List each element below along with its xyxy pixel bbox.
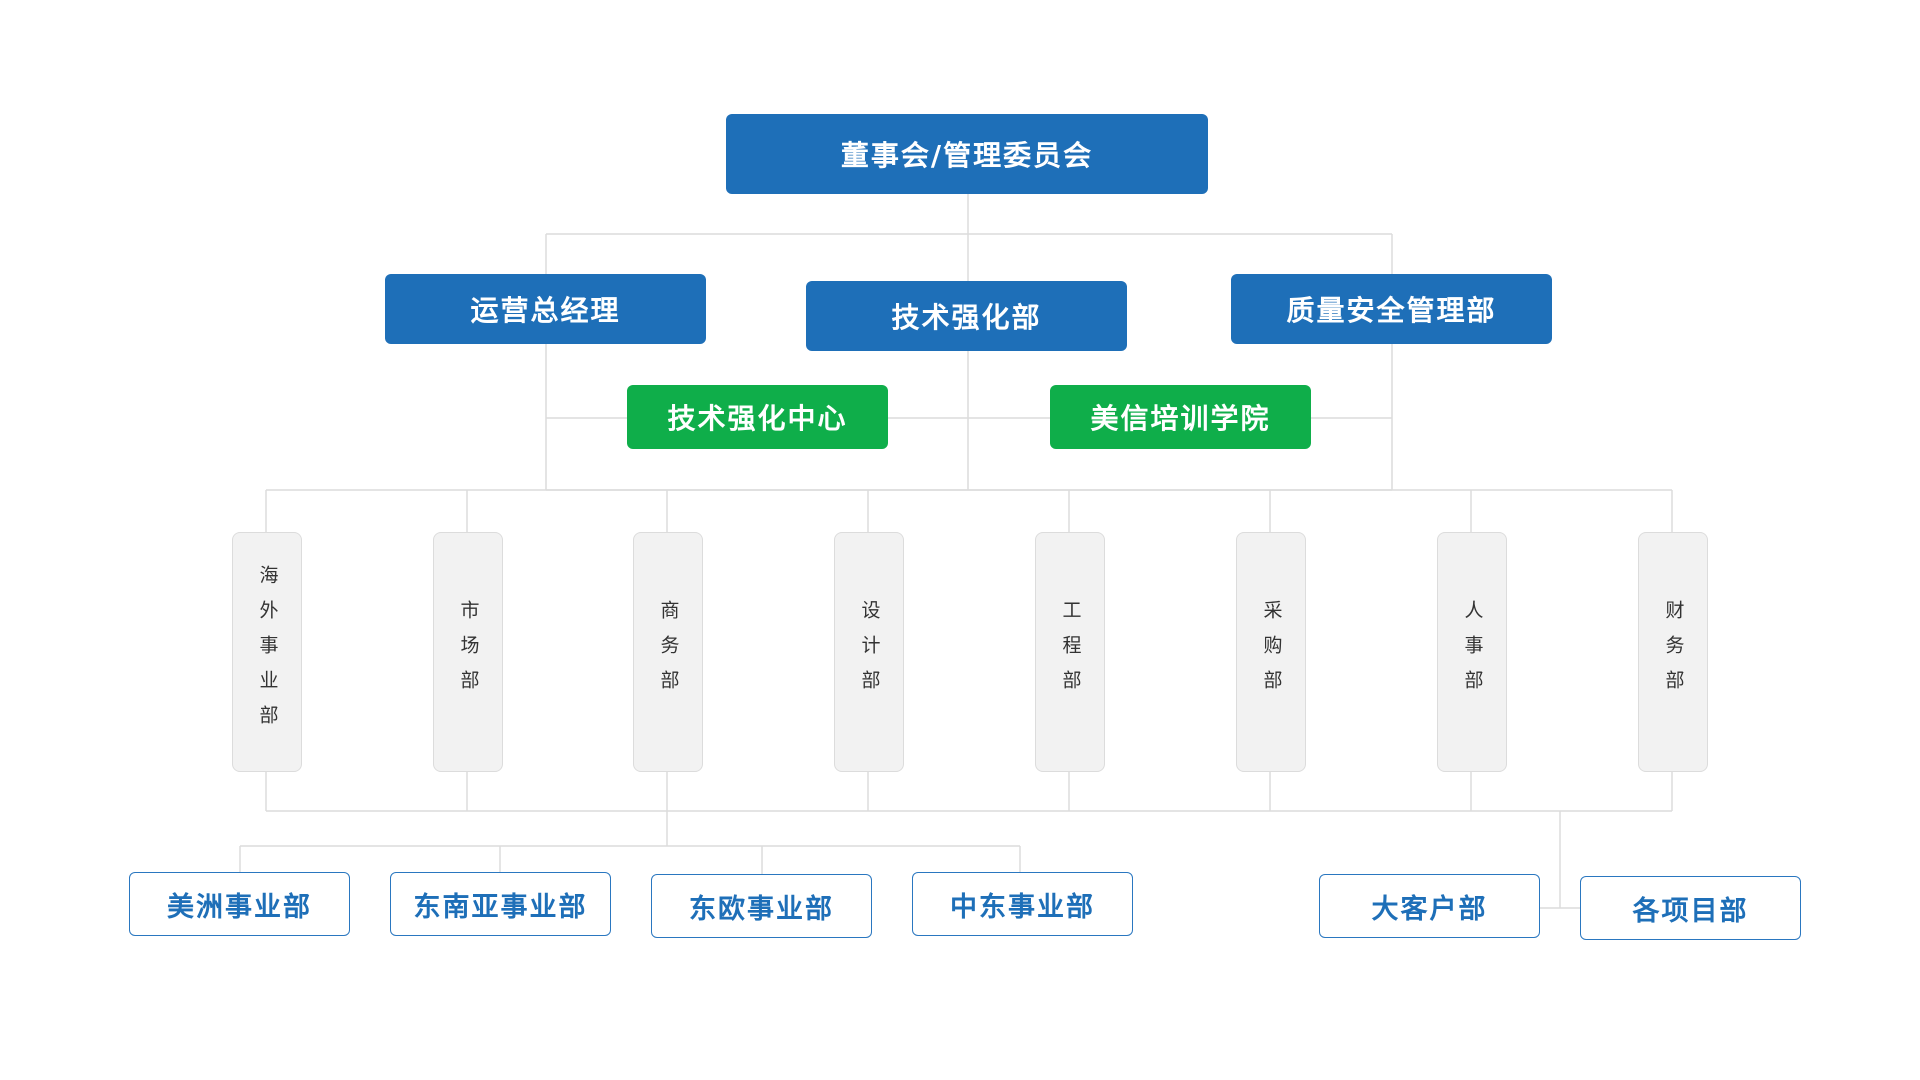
- board-node: 董事会/管理委员会: [726, 114, 1208, 194]
- unit-projects: 各项目部: [1580, 876, 1801, 940]
- dept-business-label: 商务部: [657, 599, 680, 705]
- academy-label: 美信培训学院: [1090, 402, 1271, 435]
- quality-dept-label: 质量安全管理部: [1286, 294, 1497, 327]
- quality-dept-node: 质量安全管理部: [1231, 274, 1552, 344]
- unit-eastern-europe: 东欧事业部: [651, 874, 872, 938]
- dept-procurement: 采购部: [1236, 532, 1306, 772]
- unit-key-accounts: 大客户部: [1319, 874, 1540, 938]
- dept-overseas-label: 海外事业部: [256, 564, 279, 740]
- dept-hr-label: 人事部: [1461, 599, 1484, 705]
- unit-southeast-asia-label: 东南亚事业部: [413, 891, 588, 923]
- unit-southeast-asia: 东南亚事业部: [390, 872, 611, 936]
- board-label: 董事会/管理委员会: [840, 139, 1094, 172]
- tech-dept-node: 技术强化部: [806, 281, 1127, 351]
- ops-gm-label: 运营总经理: [470, 294, 621, 327]
- ops-gm-node: 运营总经理: [385, 274, 706, 344]
- unit-key-accounts-label: 大客户部: [1371, 893, 1488, 925]
- unit-middle-east-label: 中东事业部: [950, 891, 1095, 923]
- dept-procurement-label: 采购部: [1260, 599, 1283, 705]
- tech-dept-label: 技术强化部: [891, 301, 1042, 334]
- unit-americas-label: 美洲事业部: [167, 891, 312, 923]
- dept-overseas: 海外事业部: [232, 532, 302, 772]
- dept-business: 商务部: [633, 532, 703, 772]
- unit-projects-label: 各项目部: [1632, 895, 1749, 927]
- unit-eastern-europe-label: 东欧事业部: [689, 893, 834, 925]
- dept-design-label: 设计部: [858, 599, 881, 705]
- tech-center-label: 技术强化中心: [667, 402, 848, 435]
- dept-finance: 财务部: [1638, 532, 1708, 772]
- dept-hr: 人事部: [1437, 532, 1507, 772]
- dept-design: 设计部: [834, 532, 904, 772]
- dept-engineering: 工程部: [1035, 532, 1105, 772]
- unit-middle-east: 中东事业部: [912, 872, 1133, 936]
- dept-marketing: 市场部: [433, 532, 503, 772]
- academy-node: 美信培训学院: [1050, 385, 1311, 449]
- dept-finance-label: 财务部: [1662, 599, 1685, 705]
- unit-americas: 美洲事业部: [129, 872, 350, 936]
- dept-engineering-label: 工程部: [1059, 599, 1082, 705]
- dept-marketing-label: 市场部: [457, 599, 480, 705]
- tech-center-node: 技术强化中心: [627, 385, 888, 449]
